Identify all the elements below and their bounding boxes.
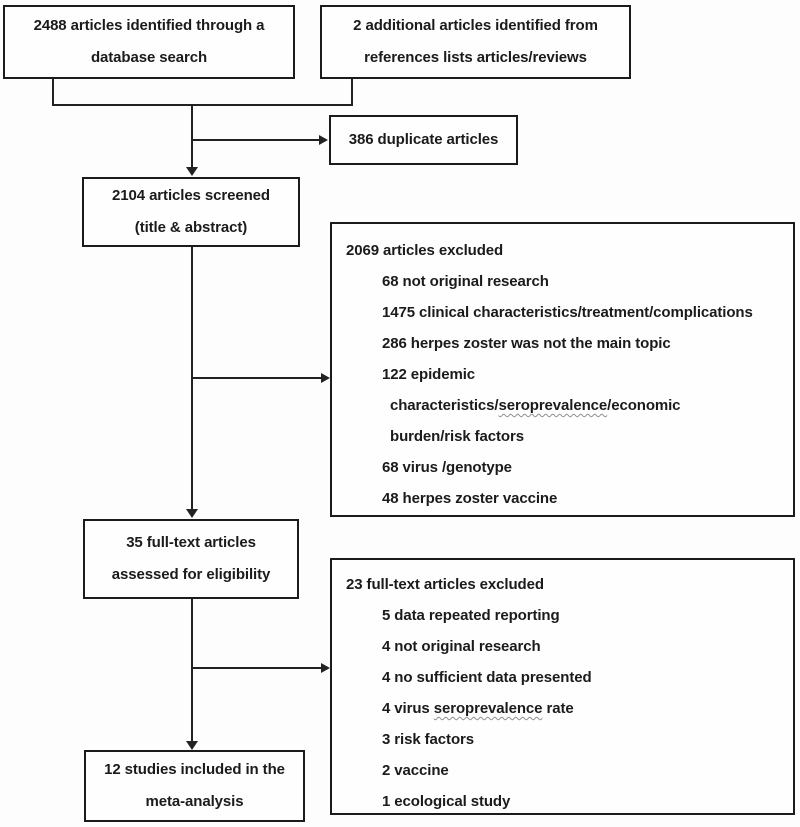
- exclusion-item: 68 virus /genotype: [382, 459, 512, 476]
- box-excluded-fulltext: 23 full-text articles excluded 5 data re…: [330, 558, 795, 815]
- box-text-line: 386 duplicate articles: [348, 131, 499, 148]
- exclusion-item: 1 ecological study: [382, 793, 511, 810]
- arrow-right-icon: [321, 373, 330, 383]
- exclusion-item: characteristics/seroprevalence/economic: [390, 397, 681, 414]
- arrow-down-icon: [186, 167, 198, 176]
- exclusion-list: 68 not original research 1475 clinical ch…: [346, 266, 785, 514]
- exclusion-item: 122 epidemic: [382, 366, 476, 383]
- exclusion-item: 4 virus seroprevalence rate: [382, 700, 574, 717]
- box-text-line: 2488 articles identified through a: [33, 17, 265, 34]
- arrow-down-icon: [186, 741, 198, 750]
- connector-right-drop: [351, 79, 353, 106]
- connector-stem-3: [191, 599, 193, 742]
- box-additional-articles: 2 additional articles identified from re…: [320, 5, 631, 79]
- exclusion-item: 286 herpes zoster was not the main topic: [382, 335, 671, 352]
- connector-stem-1: [191, 104, 193, 168]
- box-text-line: references lists articles/reviews: [364, 49, 587, 66]
- exclusion-item: 2 vaccine: [382, 762, 449, 779]
- box-text-line: 12 studies included in the: [104, 761, 285, 778]
- box-text-line: assessed for eligibility: [111, 566, 271, 583]
- box-duplicate-articles: 386 duplicate articles: [329, 115, 518, 165]
- exclusion-item: 1475 clinical characteristics/treatment/…: [382, 304, 753, 321]
- box-fulltext-assessed: 35 full-text articles assessed for eligi…: [83, 519, 299, 599]
- box-text-line: 2104 articles screened: [112, 187, 270, 204]
- box-text-line: 2 additional articles identified from: [353, 17, 598, 34]
- connector-exclusion2-branch: [191, 667, 321, 669]
- misspelled-word: seroprevalence: [498, 397, 608, 414]
- connector-exclusion1-branch: [191, 377, 321, 379]
- exclusion-title: 2069 articles excluded: [346, 242, 504, 259]
- exclusion-item: 3 risk factors: [382, 731, 474, 748]
- connector-left-drop: [52, 79, 54, 106]
- exclusion-item: 4 not original research: [382, 638, 541, 655]
- arrow-right-icon: [321, 663, 330, 673]
- connector-duplicates-branch: [191, 139, 319, 141]
- box-excluded-screening: 2069 articles excluded 68 not original r…: [330, 222, 795, 517]
- exclusion-item: 5 data repeated reporting: [382, 607, 560, 624]
- exclusion-list: 5 data repeated reporting 4 not original …: [346, 600, 785, 817]
- box-text-line: database search: [90, 49, 208, 66]
- box-text-line: (title & abstract): [134, 219, 248, 236]
- exclusion-item: 4 no sufficient data presented: [382, 669, 592, 686]
- arrow-right-icon: [319, 135, 328, 145]
- box-text-line: meta-analysis: [145, 793, 244, 810]
- exclusion-title: 23 full-text articles excluded: [346, 576, 544, 593]
- box-studies-included: 12 studies included in the meta-analysis: [84, 750, 305, 822]
- exclusion-item: 68 not original research: [382, 273, 549, 290]
- box-articles-screened: 2104 articles screened (title & abstract…: [82, 177, 300, 247]
- arrow-down-icon: [186, 509, 198, 518]
- box-text-line: 35 full-text articles: [126, 534, 256, 551]
- exclusion-item: burden/risk factors: [390, 428, 524, 445]
- connector-merge-line: [52, 104, 353, 106]
- box-articles-identified: 2488 articles identified through a datab…: [3, 5, 295, 79]
- misspelled-word: seroprevalence: [433, 700, 543, 717]
- exclusion-item: 48 herpes zoster vaccine: [382, 490, 558, 507]
